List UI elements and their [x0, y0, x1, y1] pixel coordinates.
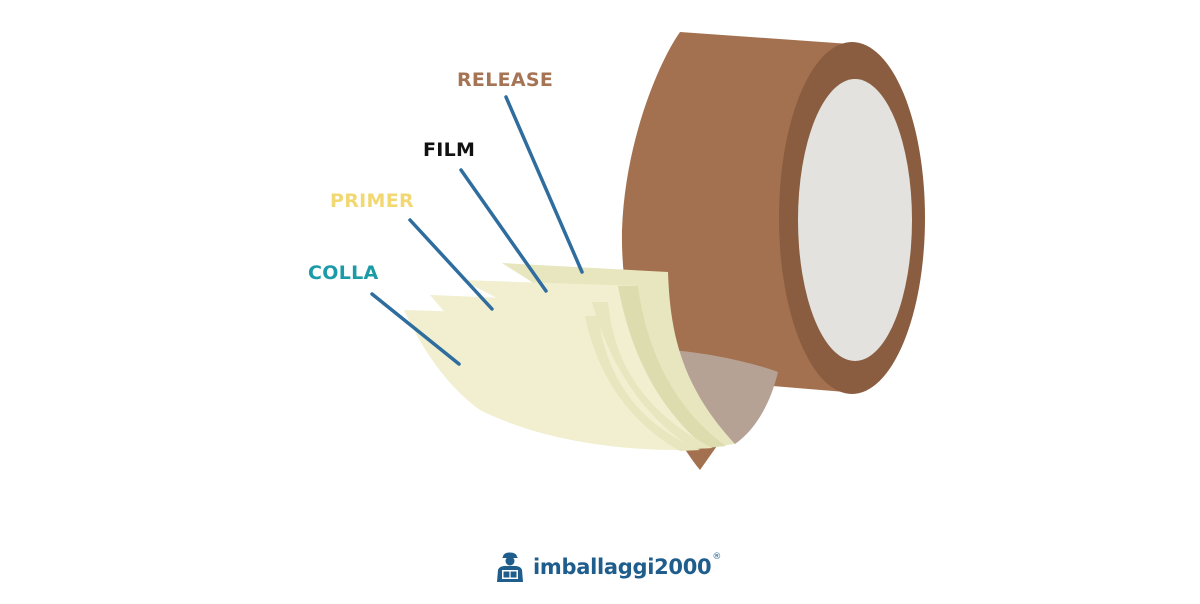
label-colla: COLLA: [308, 262, 379, 284]
label-primer: PRIMER: [330, 190, 414, 212]
leader-line-colla: [370, 292, 461, 366]
leader-line-film: [459, 168, 548, 293]
brand-logo: imballaggi2000 ®: [493, 546, 722, 586]
label-film: FILM: [423, 139, 476, 161]
leader-line-release: [504, 95, 584, 274]
layer-film-edge: [618, 286, 726, 448]
registered-mark: ®: [712, 552, 722, 562]
layer-colla-edge: [585, 316, 700, 451]
tape-roll-core: [798, 79, 912, 361]
worker-carrying-box-icon: [497, 552, 523, 582]
layer-primer-edge: [592, 302, 712, 449]
leader-line-primer: [408, 218, 494, 311]
brand-name: imballaggi2000: [533, 555, 712, 579]
layer-colla-sheet: [404, 310, 700, 451]
label-release: RELEASE: [457, 69, 554, 91]
